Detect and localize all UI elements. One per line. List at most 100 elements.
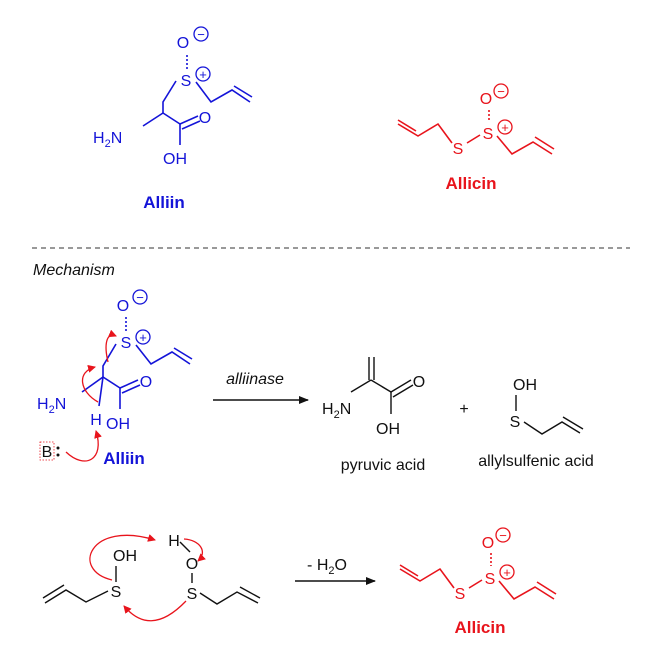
arrow-ch-to-cc — [81, 364, 99, 403]
arrow-ho-bond — [183, 538, 206, 562]
minus-charge-circle — [495, 527, 511, 543]
alliin-structure-top: O − S + H2N O OH Alliin — [93, 26, 253, 212]
hydrogen: H — [168, 533, 180, 550]
hydroxyl: OH — [106, 416, 130, 433]
s-s-bond — [466, 134, 481, 144]
s-s-bond — [468, 579, 483, 589]
atom-s: S — [121, 335, 132, 352]
c-h-bond — [98, 376, 104, 407]
c-o-double — [390, 379, 412, 393]
allyl-chain-right — [498, 580, 555, 601]
allicin-label-top: Allicin — [445, 174, 496, 193]
amine-group: H2N — [322, 401, 351, 421]
c-n-bond — [81, 376, 104, 393]
allyl-chain-left — [399, 567, 455, 589]
lone-pair-dot — [56, 453, 60, 457]
atom-o: O — [186, 556, 198, 573]
carbonyl-o: O — [140, 374, 152, 391]
enzyme-label: alliinase — [226, 371, 284, 388]
h-o-bond — [179, 541, 191, 553]
alliin-structure-mechanism: O − S + H2N H O OH Alliin — [37, 289, 193, 468]
alpha-h: H — [90, 412, 102, 429]
minus-charge: − — [136, 290, 144, 305]
plus-charge: + — [139, 330, 147, 345]
atom-o: O — [177, 35, 189, 52]
hydroxyl: OH — [513, 377, 537, 394]
condensation-label: - H2O — [307, 557, 347, 577]
pyruvic-acid-structure: H2N O OH pyruvic acid — [322, 357, 425, 474]
allyl-double-bond — [233, 85, 253, 98]
ch2-bond — [102, 343, 117, 377]
allyl-double-bond — [42, 584, 65, 599]
pyruvic-acid-label: pyruvic acid — [341, 457, 425, 474]
atom-o: O — [482, 535, 494, 552]
plus-charge: + — [501, 120, 509, 135]
allyl-double-bond — [173, 347, 193, 360]
alliin-label-mechanism: Alliin — [103, 449, 145, 468]
minus-charge-circle — [493, 83, 509, 99]
amine-group: H2N — [37, 396, 66, 416]
sulfenic-acid-right: H O S — [168, 533, 261, 605]
atom-s: S — [111, 584, 122, 601]
arrow-base-to-h — [65, 430, 102, 462]
allyl-chain — [44, 589, 109, 604]
allyl-chain-left — [397, 122, 453, 144]
alliin-label-top: Alliin — [143, 193, 185, 212]
plus-charge-circle — [135, 329, 151, 345]
c-o-double — [179, 115, 199, 125]
minus-charge: − — [499, 528, 507, 543]
sulfide-s: S — [453, 141, 464, 158]
atom-o: O — [117, 298, 129, 315]
hydroxyl: OH — [376, 421, 400, 438]
ch2-bond — [162, 80, 177, 113]
c-cooh-bond — [162, 112, 181, 125]
allyl-chain — [523, 421, 581, 435]
allyl-chain-right — [496, 135, 553, 156]
base-atom: B — [42, 444, 53, 461]
atom-s: S — [181, 73, 192, 90]
sulfide-s: S — [455, 586, 466, 603]
minus-charge-circle — [193, 26, 209, 42]
allyl-double-left — [399, 564, 419, 577]
c-cooh-bond — [102, 376, 121, 389]
allyl-double-right — [534, 136, 555, 150]
plus-sign: + — [459, 401, 468, 418]
allyl-double-right — [536, 581, 557, 595]
amine-group: H2N — [93, 130, 122, 150]
allicin-label-bottom: Allicin — [454, 618, 505, 637]
carbonyl-o: O — [199, 110, 211, 127]
arrow-s-to-h — [89, 534, 156, 581]
c-o-double-2 — [392, 384, 414, 398]
lone-pair-dot — [56, 446, 60, 450]
minus-charge: − — [197, 27, 205, 42]
plus-charge: + — [503, 565, 511, 580]
allyl-double-bond — [562, 416, 584, 430]
atom-s: S — [187, 586, 198, 603]
hydroxyl: OH — [163, 151, 187, 168]
allylsulfenic-acid-structure: OH S allylsulfenic acid — [478, 377, 594, 470]
c-n-bond — [350, 379, 372, 393]
hydroxyl: OH — [113, 548, 137, 565]
plus-charge: + — [199, 67, 207, 82]
allyl-chain — [135, 344, 191, 366]
plus-charge-circle — [195, 66, 211, 82]
allyl-chain — [195, 81, 251, 104]
allyl-double-left — [397, 119, 417, 132]
arrow-cs-to-s — [105, 329, 117, 363]
atom-o: O — [480, 91, 492, 108]
allicin-structure-bottom: O − S + S Allicin — [399, 527, 557, 637]
mechanism-heading: Mechanism — [33, 262, 115, 279]
allyl-double-bond — [239, 586, 261, 599]
atom-s: S — [510, 414, 521, 431]
allylsulfenic-acid-label: allylsulfenic acid — [478, 453, 594, 470]
allicin-structure-top: O − S + S Allicin — [397, 83, 555, 193]
arrow-s-to-s — [123, 600, 187, 622]
c-o-double — [119, 379, 139, 389]
sulfoxide-s: S — [483, 126, 494, 143]
base: B — [39, 441, 60, 461]
carbonyl-o: O — [413, 374, 425, 391]
c-n-bond — [142, 112, 164, 127]
c-cooh-bond — [370, 379, 392, 393]
